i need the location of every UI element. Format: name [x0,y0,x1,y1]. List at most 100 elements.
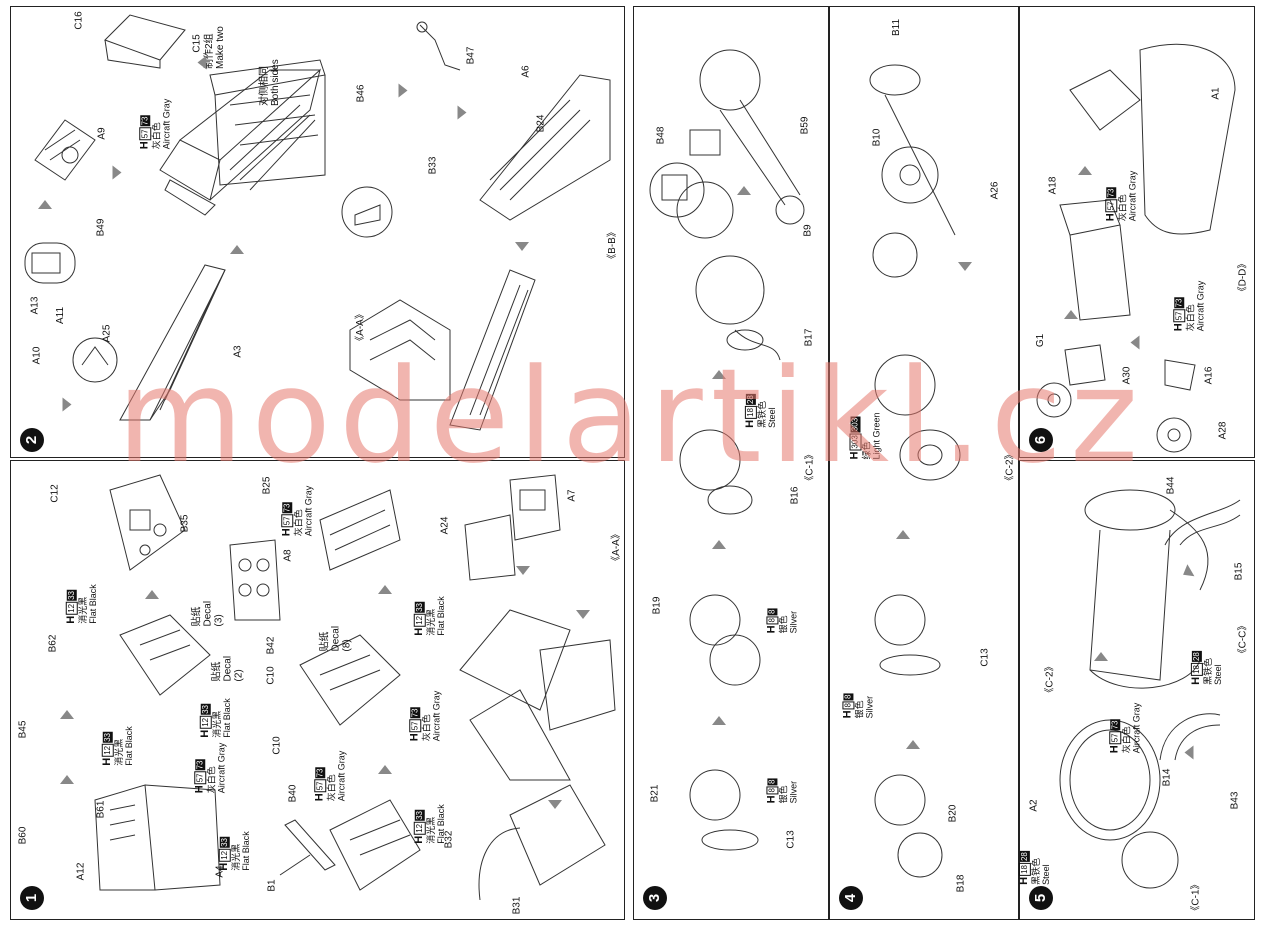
paint-callout-black-floor: H1233 消光黑 Flat Black [412,804,446,844]
paint-fs: 33 [102,731,113,743]
decal-callout-3: 贴纸 Decal (3) [192,587,225,627]
decal-label: Decal [330,625,342,652]
part-label-a3: A3 [232,345,244,358]
paint-h: H [412,835,425,844]
part-label-b43: B43 [1229,791,1241,810]
paint-cn: 消光黑 [211,710,222,738]
cockpit-tub-art [459,609,616,781]
assembly-arrow [712,370,726,379]
step-number-2: 2 [20,428,44,452]
paint-name: Flat Black [221,698,232,738]
cockpit-floor-art [329,799,421,891]
part-label-c12: C12 [49,484,61,503]
paint-code: 12 [65,601,78,615]
paint-h: H [217,862,230,871]
paint-h: H [743,419,756,428]
decal-label: Decal [222,655,234,682]
paint-name: Flat Black [240,831,251,871]
part-label-a30: A30 [1121,366,1133,385]
paint-code: 12 [199,715,212,729]
cockpit-side-art [319,489,401,571]
section-label-c2-step5: 《C-2》 [1044,661,1056,698]
paint-code: 8 [766,786,779,795]
part-label-b31: B31 [511,896,523,915]
paint-fs: 73 [140,115,151,127]
paint-callout-black-a8: H1233 消光黑 Flat Black [413,596,446,636]
paint-cn: 黑铁色 [756,400,767,428]
paint-cn: 消光黑 [425,816,436,844]
paint-callout-black-c10: H1233 消光黑 Flat Black [199,698,232,738]
upper-fuselage-art [209,59,326,186]
paint-cn: 消光黑 [113,738,124,766]
part-label-b48: B48 [655,126,667,145]
part-label-b1: B1 [266,879,278,892]
paint-h: H [841,710,854,719]
part-label-b59: B59 [799,116,811,135]
decal-callout-2: 贴纸 Decal (2) [212,642,245,682]
decal-cn: 贴纸 [319,631,331,652]
paint-code: 57 [139,127,152,141]
paint-code: 12 [218,848,231,862]
paint-callout-gray-a16: H5773 灰白色 Aircraft Gray [1172,281,1205,332]
paint-name: Steel [1040,864,1051,885]
paint-cn: 黑铁色 [1202,657,1213,685]
paint-cn: 灰白色 [1185,304,1196,332]
paint-fs: 73 [195,759,206,771]
paint-h: H [408,733,421,742]
seat-part-c16-art [104,14,186,69]
part-label-b11: B11 [891,18,903,37]
paint-name: Aircraft Gray [431,690,442,742]
paint-fs: 28 [1019,851,1030,863]
part-label-c10-bottom: C10 [271,736,283,755]
part-label-a12: A12 [75,862,87,881]
part-a16-art [1164,359,1196,391]
paint-callout-steel-a2: H1828 黑铁色 Steel [1017,851,1051,885]
detail-circle-a25-art [72,337,118,383]
step-number-3: 3 [643,886,667,910]
paint-callout-gray-a18: H5773 灰白色 Aircraft Gray [1104,171,1137,222]
paint-callout-steel-mount: H1828 黑铁色 Steel [1190,651,1223,685]
lower-fuselage-a3-art [119,264,226,421]
paint-code: 57 [314,779,327,793]
part-label-b61: B61 [95,800,107,819]
step-number-6: 6 [1029,428,1053,452]
paint-callout-green: H303303 绿色 Light Green [849,412,882,460]
engine-assembly-c1-art [676,49,805,239]
paint-fs: 8 [843,693,854,701]
part-label-c13-step3: C13 [785,830,797,849]
paint-code: 12 [413,821,426,835]
paint-callout-gray-pedals: H5773 灰白色 Aircraft Gray [193,743,226,794]
paint-fs: 73 [1174,297,1185,309]
assembly-arrow [38,200,52,209]
engine-b20-b18-art [874,774,943,878]
paint-code: 57 [409,719,422,733]
instrument-console-art [109,474,186,571]
paint-h: H [138,141,151,150]
part-label-b47: B47 [465,46,477,65]
paint-fs: 28 [745,394,756,406]
assembly-arrow [378,585,392,594]
paint-cn: 灰白色 [1117,194,1128,222]
assembly-arrow [457,105,467,120]
paint-code: 8 [766,616,779,625]
paint-name: Light Green [871,412,882,460]
paint-h: H [1017,876,1030,885]
assembly-arrow [112,165,122,180]
part-label-a28: A28 [1217,421,1229,440]
paint-h: H [193,785,206,794]
paint-h: H [1172,323,1185,332]
paint-cn: 灰白色 [421,714,432,742]
paint-name: Flat Black [435,596,446,636]
part-label-b45: B45 [17,720,29,739]
paint-cn: 灰白色 [293,509,304,537]
instrument-panel-a8-art [229,539,281,621]
assembly-arrow [712,716,726,725]
part-label-a24: A24 [439,516,451,535]
part-label-b44: B44 [1165,476,1177,495]
part-label-b19: B19 [651,596,663,615]
assembly-arrow [398,83,408,98]
paint-h: H [765,625,778,634]
part-label-a26: A26 [989,181,1001,200]
assembly-arrow [906,740,920,749]
paint-h: H [313,793,326,802]
